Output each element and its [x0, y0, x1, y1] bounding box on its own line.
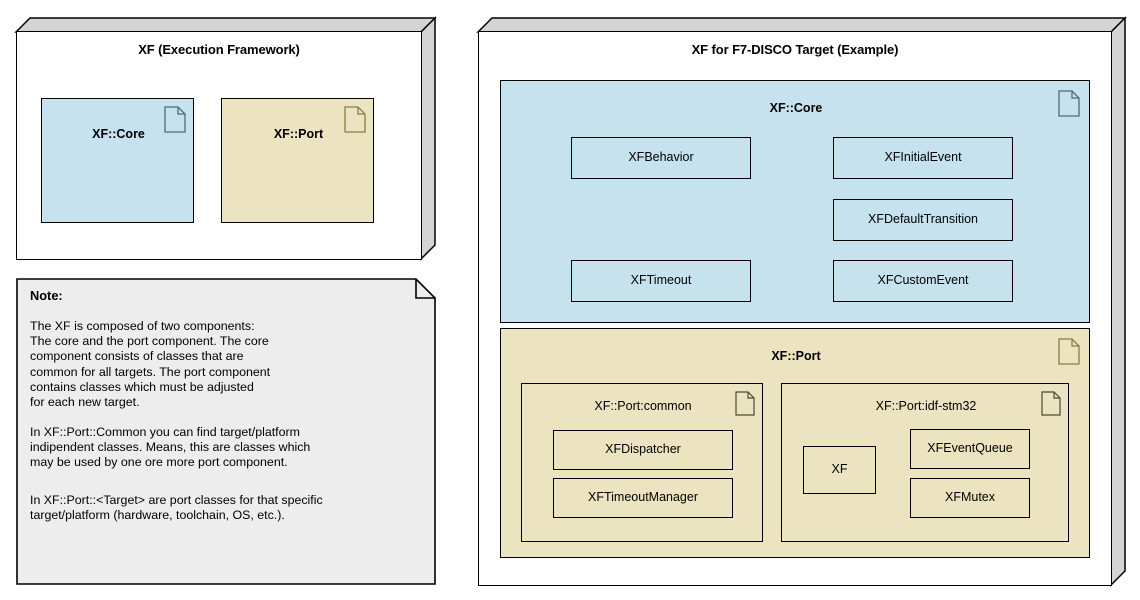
document-icon [1041, 391, 1061, 416]
xf-f7-disco-target-package[interactable]: XF for F7-DISCO Target (Example) XF::Cor… [476, 14, 1127, 587]
note-paragraph-3: In XF::Port::<Target> are port classes f… [30, 493, 323, 523]
note-paragraph-1: The XF is composed of two components: Th… [30, 319, 271, 410]
document-icon [164, 106, 186, 133]
package-xf-port-idf-stm32[interactable]: XF::Port:idf-stm32 XF XFEventQueue XFMut… [781, 383, 1069, 542]
package-xf-port-idf-stm32-label: XF::Port:idf-stm32 [875, 399, 977, 413]
xf-execution-framework-package[interactable]: XF (Execution Framework) XF::Core XF::Po… [14, 14, 437, 261]
class-box-xfbehavior[interactable]: XFBehavior [571, 137, 751, 179]
document-icon [344, 106, 366, 133]
note-heading: Note: [30, 288, 63, 303]
class-box-xf[interactable]: XF [803, 446, 876, 494]
component-xf-core-label: XF::Core [92, 127, 145, 141]
component-xf-core[interactable]: XF::Core [41, 98, 194, 223]
package-xf-core-label: XF::Core [769, 101, 823, 115]
class-box-xftimeout[interactable]: XFTimeout [571, 260, 751, 302]
class-box-xfdefaulttransition[interactable]: XFDefaultTransition [833, 199, 1013, 241]
component-xf-port-label: XF::Port [273, 127, 324, 141]
package-xf-core[interactable]: XF::Core XFBehavior XFInitialEvent XFDef… [500, 80, 1090, 323]
note-box: Note: The XF is composed of two componen… [16, 278, 436, 585]
note-paragraph-2: In XF::Port::Common you can find target/… [30, 425, 311, 470]
package-xf-port[interactable]: XF::Port XF::Port:common XFDispatcher XF… [500, 328, 1090, 558]
package-xf-port-label: XF::Port [771, 349, 821, 363]
document-icon [735, 391, 755, 416]
class-box-xfcustomevent[interactable]: XFCustomEvent [833, 260, 1013, 302]
package-xf-port-common[interactable]: XF::Port:common XFDispatcher XFTimeoutMa… [521, 383, 763, 542]
package-xf-port-common-label: XF::Port:common [594, 399, 692, 413]
class-box-xfdispatcher[interactable]: XFDispatcher [553, 430, 733, 470]
class-box-xfinitialevent[interactable]: XFInitialEvent [833, 137, 1013, 179]
document-icon [1058, 90, 1080, 117]
class-box-xftimeoutmanager[interactable]: XFTimeoutManager [553, 478, 733, 518]
document-icon [1058, 338, 1080, 365]
class-box-xfmutex[interactable]: XFMutex [910, 478, 1030, 518]
page-title-right: XF for F7-DISCO Target (Example) [691, 42, 899, 57]
component-xf-port[interactable]: XF::Port [221, 98, 374, 223]
page-title-left: XF (Execution Framework) [138, 42, 300, 57]
class-box-xfeventqueue[interactable]: XFEventQueue [910, 429, 1030, 469]
note-outline [16, 278, 436, 585]
